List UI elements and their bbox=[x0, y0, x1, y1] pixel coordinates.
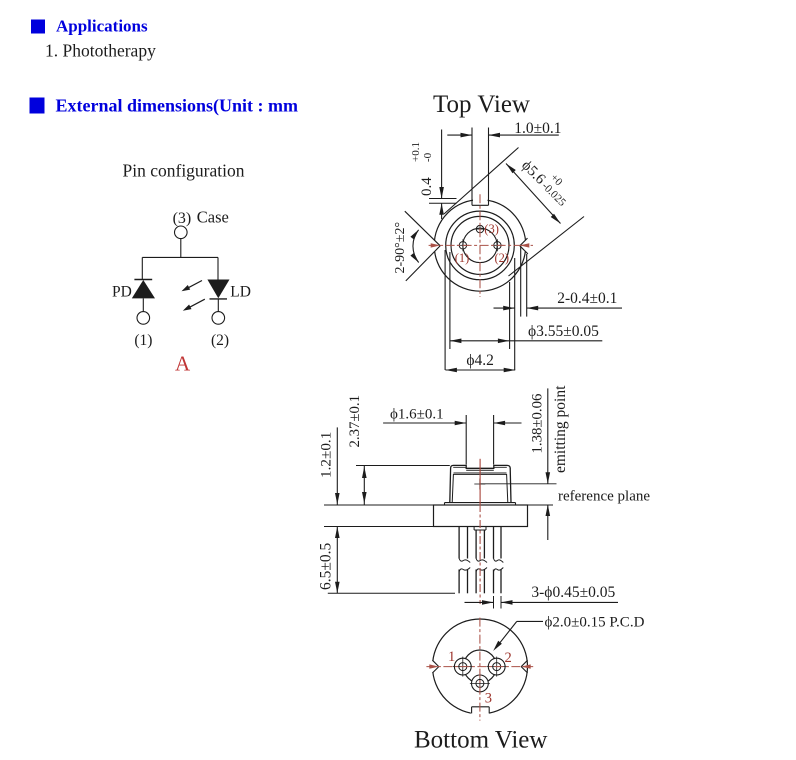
svg-text:6.5±0.5: 6.5±0.5 bbox=[318, 542, 335, 590]
svg-text:1.38±0.06: 1.38±0.06 bbox=[530, 394, 546, 454]
svg-text:(1): (1) bbox=[455, 251, 470, 265]
svg-text:ϕ4.2: ϕ4.2 bbox=[466, 352, 494, 369]
svg-text:A: A bbox=[175, 352, 191, 376]
svg-text:Bottom View: Bottom View bbox=[414, 727, 547, 754]
svg-text:+0.1: +0.1 bbox=[410, 142, 422, 162]
svg-text:reference plane: reference plane bbox=[558, 489, 650, 505]
svg-text:(2): (2) bbox=[211, 332, 229, 349]
svg-text:Applications: Applications bbox=[56, 17, 148, 36]
svg-text:(1): (1) bbox=[134, 332, 152, 349]
svg-text:(2): (2) bbox=[495, 251, 510, 265]
svg-text:(3): (3) bbox=[484, 222, 499, 236]
svg-text:Pin configuration: Pin configuration bbox=[123, 161, 245, 181]
svg-text:2-0.4±0.1: 2-0.4±0.1 bbox=[557, 290, 617, 307]
svg-text:Top View: Top View bbox=[433, 91, 530, 118]
svg-text:1: 1 bbox=[448, 649, 455, 665]
svg-text:2.37±0.1: 2.37±0.1 bbox=[347, 395, 363, 448]
svg-text:ϕ2.0±0.15 P.C.D: ϕ2.0±0.15 P.C.D bbox=[545, 615, 645, 631]
svg-text:External dimensions(Unit : mm: External dimensions(Unit : mm bbox=[56, 96, 299, 117]
svg-text:0.4: 0.4 bbox=[419, 177, 435, 196]
svg-text:Case: Case bbox=[197, 208, 229, 227]
svg-text:PD: PD bbox=[112, 284, 132, 301]
svg-text:1. Phototherapy: 1. Phototherapy bbox=[45, 41, 156, 61]
svg-text:-0: -0 bbox=[422, 152, 434, 162]
svg-text:LD: LD bbox=[230, 284, 251, 301]
svg-text:3-ϕ0.45±0.05: 3-ϕ0.45±0.05 bbox=[531, 584, 615, 601]
svg-text:ϕ3.55±0.05: ϕ3.55±0.05 bbox=[528, 323, 599, 340]
svg-text:2: 2 bbox=[505, 650, 512, 666]
svg-text:emitting point: emitting point bbox=[552, 385, 569, 473]
svg-text:(3): (3) bbox=[173, 210, 192, 227]
svg-text:ϕ1.6±0.1: ϕ1.6±0.1 bbox=[390, 407, 444, 423]
svg-text:3: 3 bbox=[485, 691, 492, 707]
svg-text:2-90°±2°: 2-90°±2° bbox=[393, 222, 408, 274]
svg-text:1.2±0.1: 1.2±0.1 bbox=[318, 432, 335, 478]
svg-text:1.0±0.1: 1.0±0.1 bbox=[514, 120, 561, 137]
